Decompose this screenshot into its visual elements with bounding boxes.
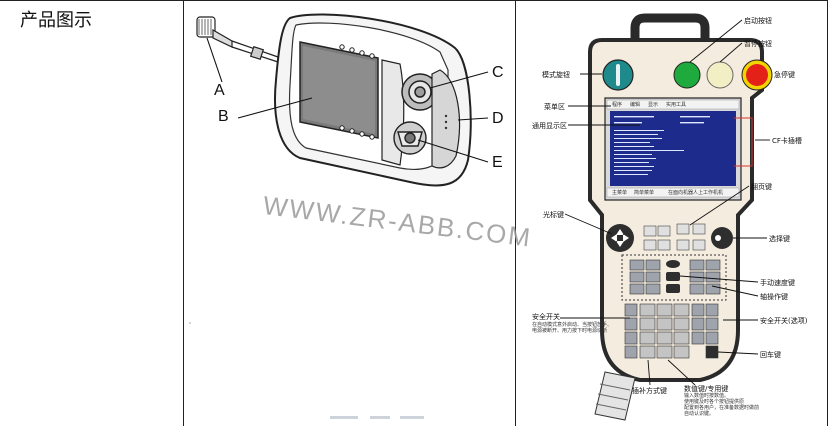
emergency-stop-knob [401, 73, 439, 111]
label-safety-switch: 安全开关 [532, 313, 560, 321]
label-jog-mode-key: 插补方式键 [632, 387, 667, 395]
label-select-key: 选择键 [769, 235, 790, 243]
screen-tab-utility: 实用工具 [666, 102, 687, 108]
screen-tab-edit: 编辑 [630, 102, 641, 108]
label-cursor-key: 光标键 [543, 211, 564, 219]
label-safety-desc: 在自动模式意外启动、当按钮放手、 电源被断开、用力按下时电源切断 [532, 322, 613, 334]
screen-tab-display: 显示 [648, 102, 659, 108]
table-col-divider-2 [515, 0, 516, 426]
callout-a: A [214, 82, 225, 99]
cell-label-product-illustration: 产品图示 [20, 10, 92, 31]
callout-d: D [492, 110, 504, 127]
axis-keys-left [629, 259, 661, 295]
callout-line-c [429, 71, 489, 89]
label-menu-area: 菜单区 [544, 103, 565, 111]
label-enter-key: 回车键 [760, 351, 781, 359]
joystick [393, 121, 427, 155]
manual-speed-keys [666, 260, 680, 293]
screen-tab-main-menu: 主菜单 [612, 190, 628, 196]
label-manual-speed-key: 手动速度键 [760, 279, 795, 287]
estop-button-shape [746, 64, 768, 86]
screen-tab-simple-menu: 简单菜单 [634, 190, 655, 196]
select-key-pad [711, 227, 733, 249]
start-button-shape [673, 61, 701, 89]
screen-tab-program: 程序 [612, 102, 623, 108]
label-start-button: 启动按钮 [744, 17, 772, 25]
table-col-divider-1 [183, 0, 184, 426]
callout-c: C [492, 64, 504, 81]
label-general-display: 通用显示区 [532, 122, 567, 130]
label-numeric-key: 数值键/专用键 [684, 385, 729, 393]
callout-line-d [457, 117, 489, 121]
screen-bottom-hint: 在面向机器人上工作机机 [668, 190, 724, 196]
label-axis-key: 轴操作键 [760, 293, 788, 301]
table-top-border [0, 0, 828, 1]
pendant-screen [299, 41, 379, 139]
enabling-device [431, 69, 461, 169]
numeric-keypad [639, 303, 690, 359]
pause-button-shape [706, 61, 734, 89]
cursor-pad [606, 224, 634, 252]
cable-connector-head [196, 16, 216, 38]
cable-gland [594, 371, 636, 421]
callout-line-e [417, 139, 489, 163]
label-pause-button: 暂停按钮 [744, 40, 772, 48]
label-mode-switch: 模式旋钮 [542, 71, 570, 79]
label-cf-slot: CF卡插槽 [772, 137, 802, 145]
callout-line-b [237, 97, 313, 119]
callout-line-a [206, 37, 223, 83]
label-numeric-desc: 输入数值时按数值。 使用键及时各个按钮提供原 配置到各用户，在准备数据时做前 自… [684, 393, 760, 417]
callout-b: B [218, 108, 229, 125]
callout-e: E [492, 154, 503, 171]
label-estop-button: 急停键 [774, 71, 795, 79]
label-page-key: 翻页键 [751, 183, 772, 191]
screen-display [610, 111, 736, 186]
label-safety-switch-opt: 安全开关(选项) [760, 317, 808, 325]
